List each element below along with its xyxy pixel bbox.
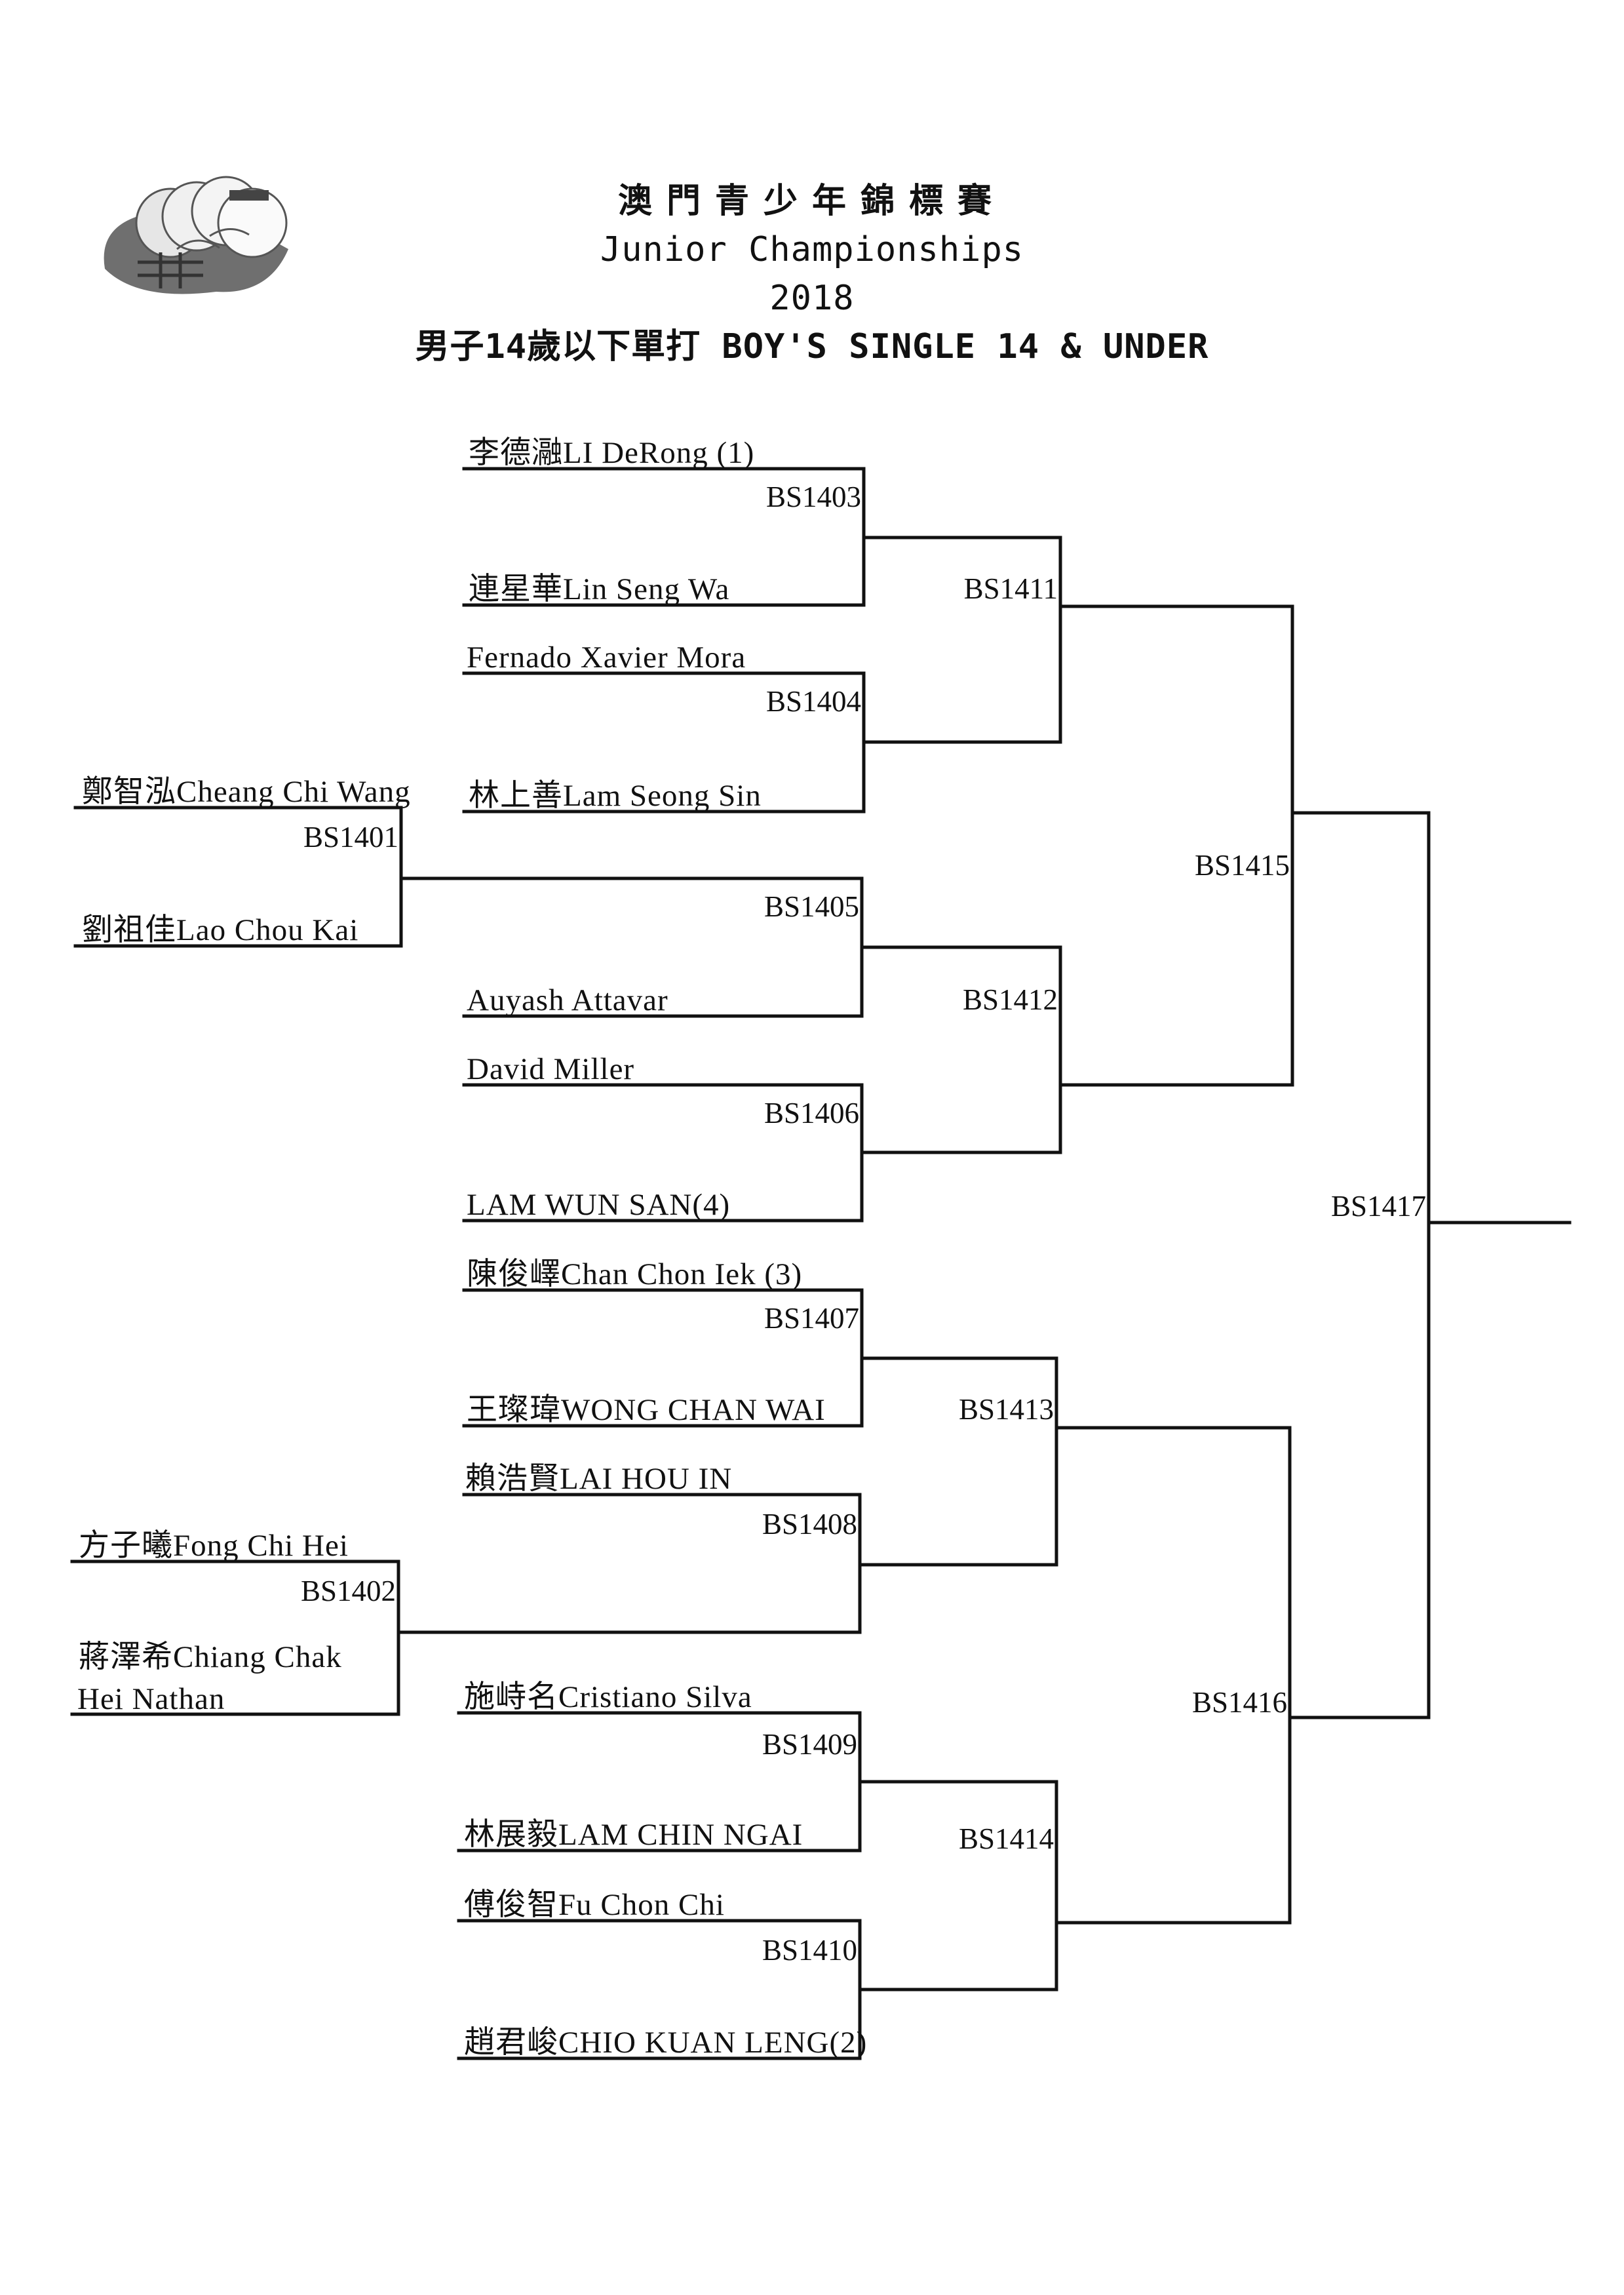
player-entry: 賴浩賢LAI HOU IN [465,1462,733,1496]
player-entry: 李德瀜LI DeRong (1) [469,436,755,470]
match-id: BS1417 [1330,1190,1426,1223]
player-entry: Auyash Attavar [467,983,668,1017]
player-entry: Hei Nathan [77,1682,225,1716]
player-entry: 林展毅LAM CHIN NGAI [464,1818,803,1852]
player-entry: 方子曦Fong Chi Hei [79,1529,349,1563]
year: 2018 [769,279,855,318]
player-entry: 趙君峻CHIO KUAN LENG(2) [464,2026,868,2060]
match-id: BS1405 [764,890,859,923]
match-id: BS1408 [762,1508,857,1540]
title-chinese: 澳門青少年錦標賽 [617,182,1006,221]
match-id: BS1401 [303,821,398,853]
match-id: BS1412 [962,983,1058,1016]
tennis-balls-logo-icon [104,176,288,294]
match-id: BS1410 [762,1934,857,1967]
match-id: BS1413 [958,1393,1054,1426]
match-id: BS1404 [765,685,861,718]
match-id: BS1407 [764,1302,859,1335]
match-id: BS1416 [1191,1686,1287,1719]
match-id: BS1409 [762,1728,857,1761]
player-entry: LAM WUN SAN(4) [467,1188,731,1222]
player-entry: 劉祖佳Lao Chou Kai [82,913,359,947]
player-entry: 傅俊智Fu Chon Chi [464,1888,725,1922]
player-entry: 鄭智泓Cheang Chi Wang [82,775,411,809]
match-id: BS1403 [765,481,861,513]
player-entry: 林上善Lam Seong Sin [469,779,762,813]
player-entry: 蔣澤希Chiang Chak [79,1640,342,1674]
player-entry: 陳俊嶧Chan Chon Iek (3) [467,1257,803,1291]
player-entry: David Miller [467,1052,635,1086]
title-english: Junior Championships [600,230,1024,269]
match-id: BS1406 [764,1097,859,1129]
event-title: 男子14歲以下單打 BOY'S SINGLE 14 & UNDER [415,327,1209,366]
player-entry: 王璨瑋WONG CHAN WAI [467,1393,826,1427]
player-entry: 連星華Lin Seng Wa [469,572,730,606]
match-id: BS1411 [963,572,1058,605]
player-entry: Fernado Xavier Mora [467,640,746,675]
match-id: BS1414 [958,1822,1054,1855]
player-entry: 施峙名Cristiano Silva [464,1680,752,1714]
header: 澳門青少年錦標賽 Junior Championships 2018 男子14歲… [0,177,1624,371]
match-id: BS1402 [300,1575,396,1607]
match-id: BS1415 [1194,849,1290,882]
